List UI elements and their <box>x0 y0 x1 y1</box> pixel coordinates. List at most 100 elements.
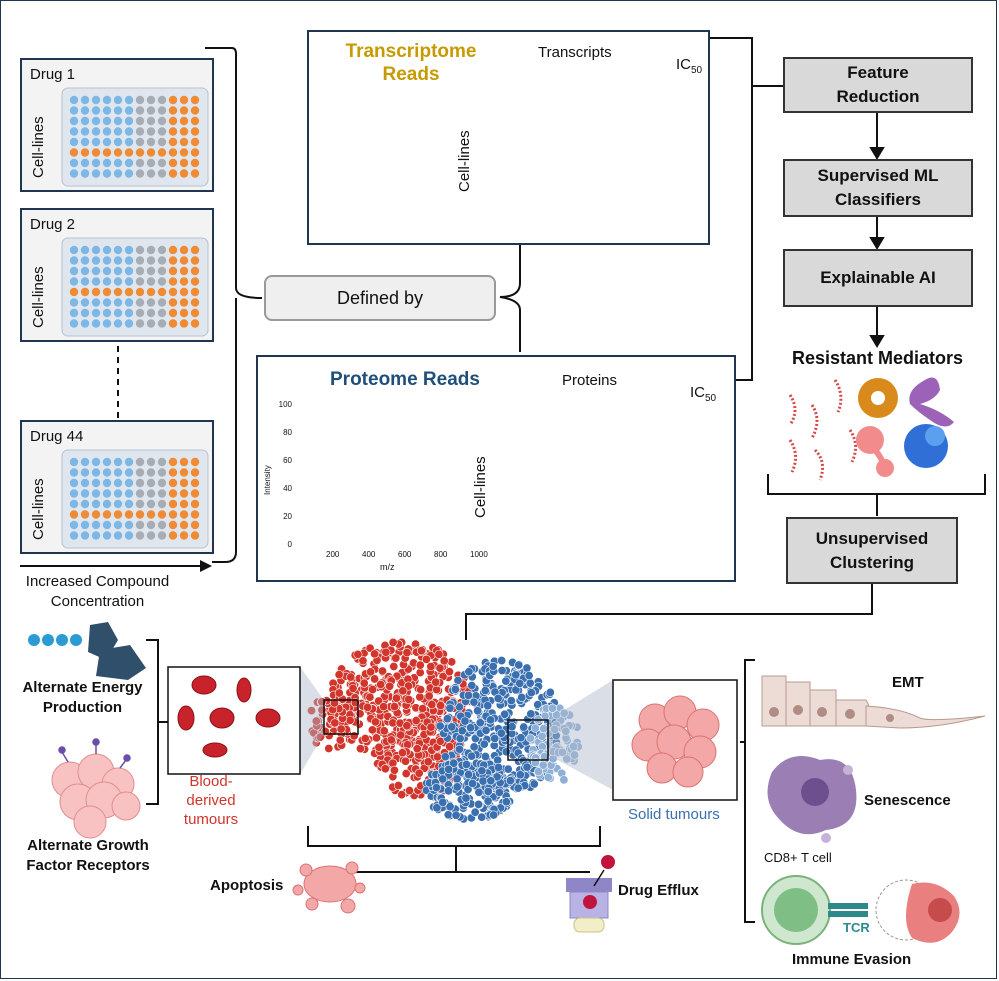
well <box>146 468 156 477</box>
ic50-sub: 50 <box>705 393 717 404</box>
well <box>157 489 167 498</box>
cluster-point <box>483 796 493 806</box>
cluster-point <box>450 684 460 694</box>
well <box>157 256 167 265</box>
well <box>69 245 79 255</box>
cluster-point <box>404 694 414 704</box>
well <box>168 499 178 509</box>
cluster-point <box>515 678 525 688</box>
well <box>157 287 167 297</box>
well <box>135 457 145 467</box>
well <box>91 457 101 467</box>
cluster-point <box>374 742 384 752</box>
well <box>113 520 123 530</box>
well <box>80 308 90 318</box>
well <box>113 116 123 126</box>
cluster-point <box>355 744 365 754</box>
well <box>124 266 134 276</box>
well <box>69 531 79 540</box>
cluster-point <box>525 733 535 743</box>
well <box>69 520 79 530</box>
well <box>146 116 156 126</box>
well <box>113 245 123 255</box>
well <box>146 137 156 147</box>
cluster-point <box>463 690 473 700</box>
well <box>168 148 178 157</box>
cluster-point <box>434 649 444 659</box>
energy-label: Alternate Energy Production <box>22 679 143 716</box>
senescence-label: Senescence <box>864 792 951 809</box>
well <box>102 106 112 115</box>
well <box>157 531 167 540</box>
well <box>135 520 145 530</box>
cluster-point <box>469 697 479 707</box>
cluster-point <box>533 700 543 710</box>
cluster-point <box>452 782 462 792</box>
cluster-point <box>539 724 549 734</box>
cluster-point <box>442 714 452 724</box>
cluster-point <box>473 706 483 716</box>
well <box>80 256 90 265</box>
ic50-text: IC <box>676 56 691 73</box>
cluster-point <box>335 735 345 745</box>
well <box>69 95 79 105</box>
well <box>113 169 123 178</box>
spectrum-ytick: 100 <box>278 400 292 409</box>
spectrum-xtick: 1000 <box>470 550 488 559</box>
cluster-plot <box>306 637 583 824</box>
well <box>113 127 123 136</box>
cluster-point <box>389 765 399 775</box>
cluster-point <box>501 676 511 686</box>
spectrum-ytick: 40 <box>283 484 292 493</box>
well <box>168 158 178 168</box>
well <box>190 478 200 488</box>
cluster-point <box>537 731 547 741</box>
well <box>113 478 123 488</box>
well <box>124 169 134 178</box>
well <box>69 256 79 265</box>
well <box>190 266 200 276</box>
cell-lines-label: Cell-lines <box>30 478 47 540</box>
well <box>146 277 156 286</box>
well <box>80 116 90 126</box>
cluster-point <box>464 770 474 780</box>
well <box>91 169 101 178</box>
cluster-point <box>493 693 503 703</box>
cluster-point <box>457 726 467 736</box>
well <box>146 148 156 157</box>
cluster-point <box>334 670 344 680</box>
well <box>179 298 189 307</box>
well <box>157 266 167 276</box>
well <box>179 457 189 467</box>
cluster-point <box>397 748 407 758</box>
cluster-point <box>493 762 503 772</box>
well <box>124 148 134 157</box>
well <box>146 106 156 115</box>
well <box>135 308 145 318</box>
cluster-point <box>454 702 464 712</box>
well <box>124 531 134 540</box>
well <box>190 510 200 519</box>
proteome-rows-label: Cell-lines <box>472 456 489 518</box>
well <box>190 520 200 530</box>
well <box>113 137 123 147</box>
well <box>113 457 123 467</box>
cluster-point <box>525 678 535 688</box>
well <box>91 478 101 488</box>
unsupervised-box: Unsupervised Clustering <box>786 517 958 584</box>
well-plate <box>61 237 209 337</box>
well <box>91 287 101 297</box>
cluster-point <box>570 750 580 760</box>
well <box>124 245 134 255</box>
well <box>91 256 101 265</box>
proteome-panel <box>256 355 736 582</box>
cluster-point <box>529 779 539 789</box>
well <box>91 277 101 286</box>
well <box>80 531 90 540</box>
well <box>179 266 189 276</box>
growth-illustration <box>51 753 141 839</box>
well <box>190 287 200 297</box>
well <box>135 266 145 276</box>
cluster-point <box>365 692 375 702</box>
well <box>168 468 178 477</box>
